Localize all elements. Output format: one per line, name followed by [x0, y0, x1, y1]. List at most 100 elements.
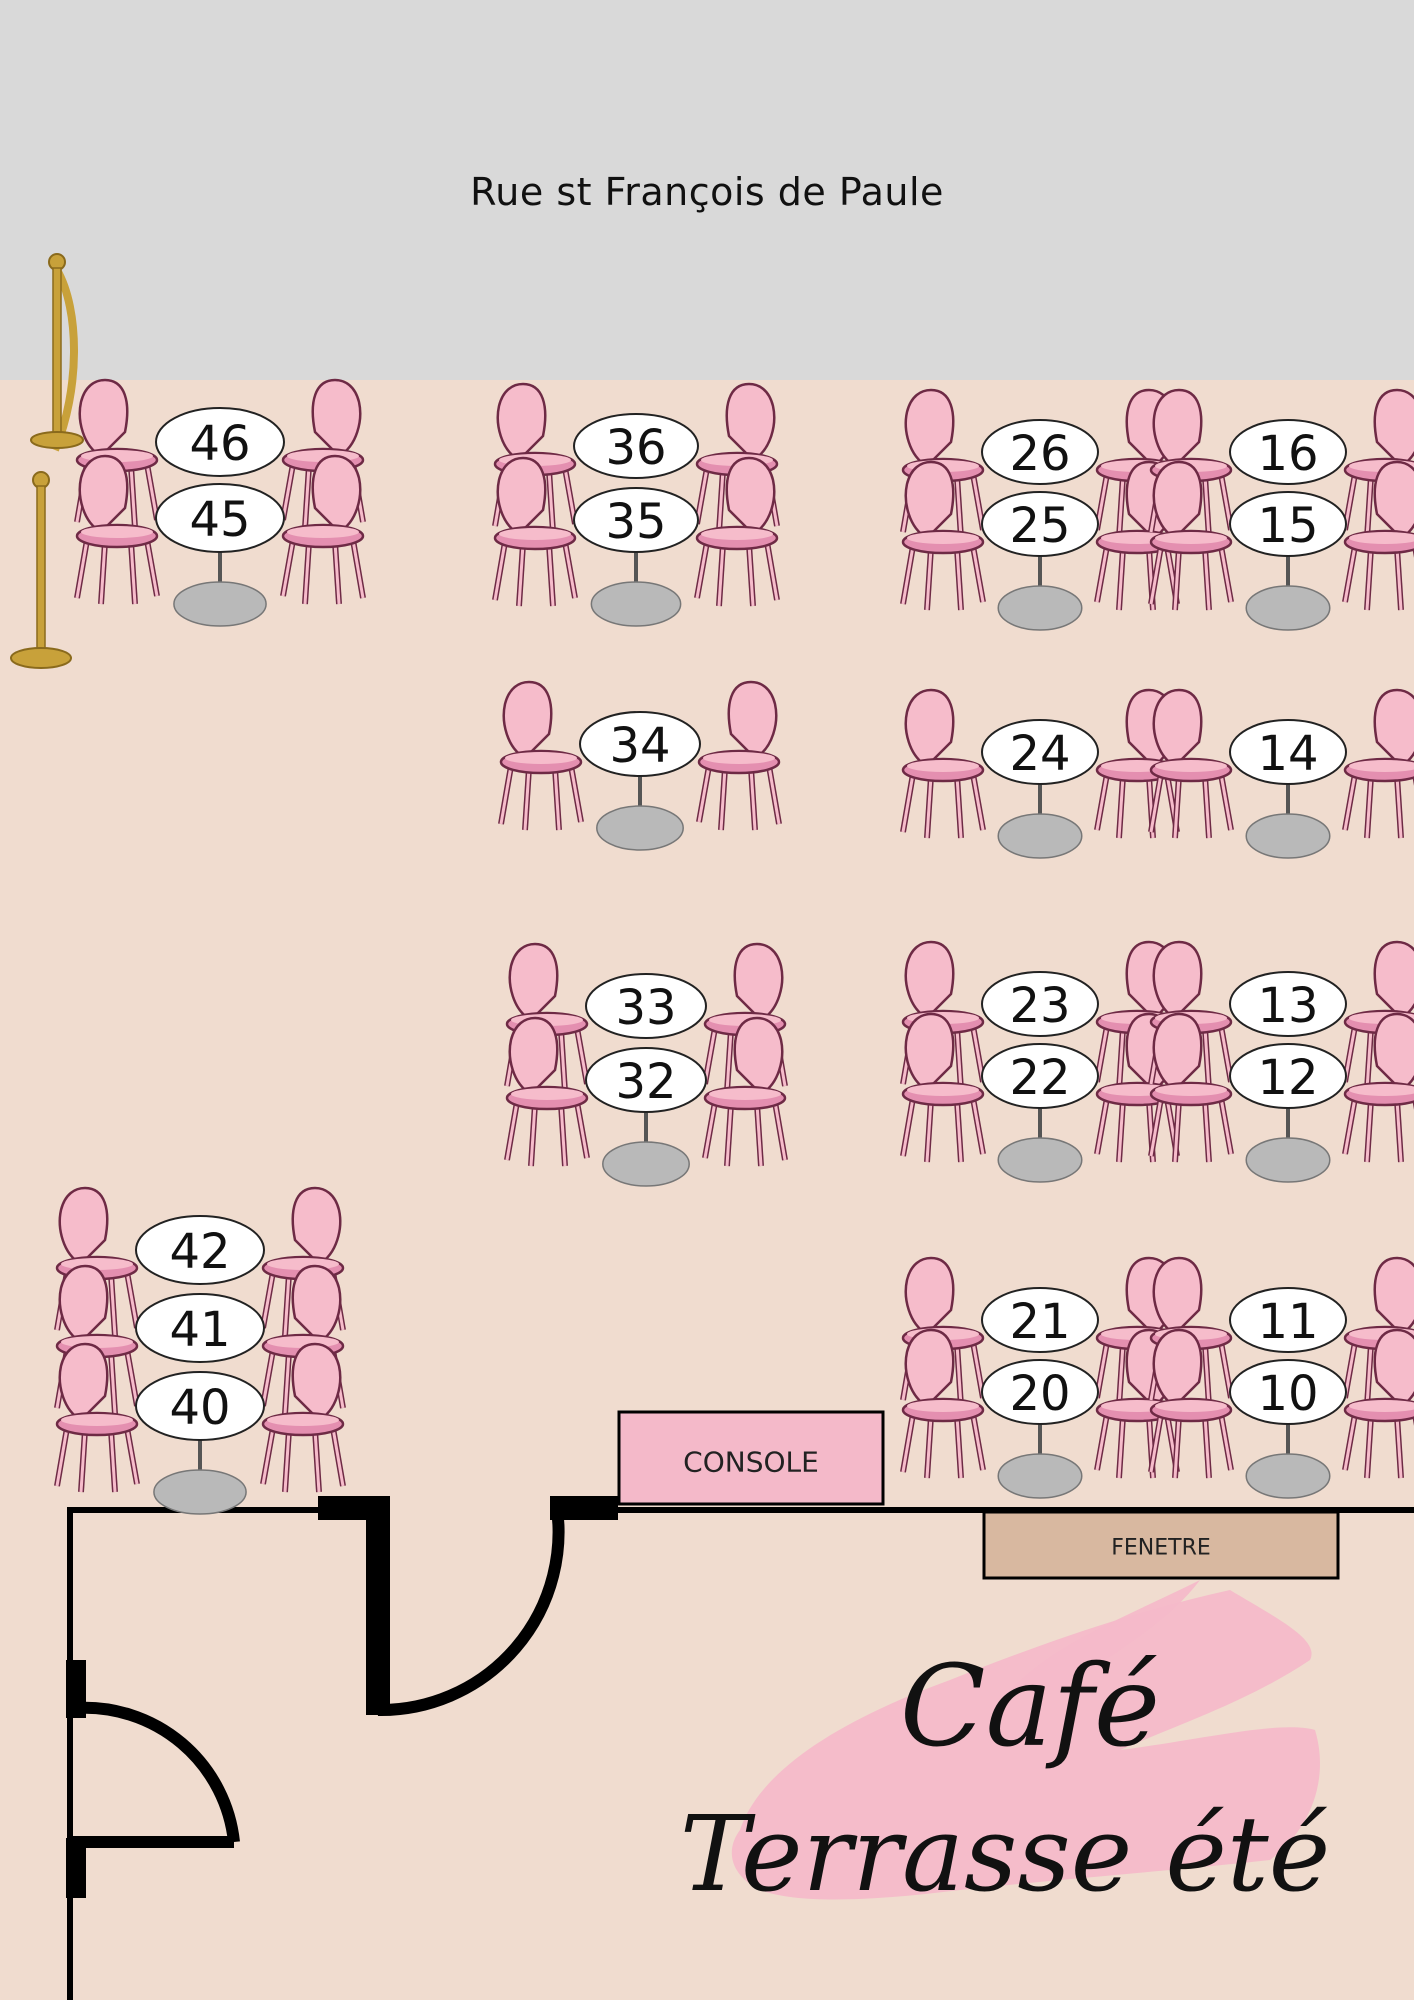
- table-top: [573, 487, 699, 553]
- table-cluster: 34: [501, 682, 779, 851]
- table-base: [997, 1453, 1083, 1499]
- table-base: [997, 1137, 1083, 1183]
- chair-left: [1151, 462, 1231, 610]
- table-number: 13: [1257, 978, 1318, 1034]
- table-top: [1229, 1359, 1347, 1425]
- table-base: [1245, 813, 1331, 859]
- chair-right: [263, 1344, 343, 1492]
- table-base: [1245, 1453, 1331, 1499]
- table-top: [981, 1287, 1099, 1353]
- table-number: 25: [1009, 498, 1070, 554]
- table-number: 16: [1257, 426, 1318, 482]
- table-top: [155, 407, 285, 477]
- table-number: 45: [189, 492, 250, 548]
- building-walls: [66, 1496, 1414, 2000]
- table-top: [1229, 971, 1347, 1037]
- table-number: 20: [1009, 1366, 1070, 1422]
- table-top: [135, 1371, 265, 1441]
- window-label: FENETRE: [1111, 1536, 1211, 1561]
- table-base: [153, 1469, 247, 1515]
- table-base: [1245, 1137, 1331, 1183]
- title-line-2: Terrasse été: [680, 1793, 1331, 1915]
- brush-stroke: [731, 1590, 1320, 1900]
- table-base: [997, 585, 1083, 631]
- chair-right: [1345, 690, 1414, 838]
- window-box: FENETRE: [982, 1510, 1340, 1580]
- table-top: [1229, 1287, 1347, 1353]
- table-number: 23: [1009, 978, 1070, 1034]
- table-number: 22: [1009, 1050, 1070, 1106]
- table-number: 12: [1257, 1050, 1318, 1106]
- console-box: CONSOLE: [617, 1410, 885, 1506]
- table-number: 11: [1257, 1294, 1318, 1350]
- table-number: 14: [1257, 726, 1318, 782]
- table-number: 32: [615, 1054, 676, 1110]
- table-number: 21: [1009, 1294, 1070, 1350]
- table-base: [173, 581, 267, 627]
- chair-right: [699, 682, 779, 830]
- chair-left: [1151, 1330, 1231, 1478]
- table-base: [596, 805, 684, 851]
- table-top: [981, 491, 1099, 557]
- table-number: 36: [605, 420, 666, 476]
- table-base: [590, 581, 682, 627]
- table-top: [1229, 419, 1347, 485]
- table-top: [981, 1043, 1099, 1109]
- table-number: 24: [1009, 726, 1070, 782]
- table-top: [981, 719, 1099, 785]
- chair-left: [507, 1018, 587, 1166]
- table-top: [135, 1293, 265, 1363]
- street-name-label: Rue st François de Paule: [470, 170, 944, 214]
- title-line-1: Café: [900, 1642, 1160, 1772]
- table-number: 33: [615, 980, 676, 1036]
- table-number: 42: [169, 1224, 230, 1280]
- table-number: 10: [1257, 1366, 1318, 1422]
- console-label: CONSOLE: [683, 1446, 819, 1479]
- table-top: [155, 483, 285, 553]
- chair-left: [57, 1344, 137, 1492]
- street-area: [0, 0, 1414, 380]
- table-base: [997, 813, 1083, 859]
- stanchion-posts: [10, 253, 84, 669]
- table-cluster: 24: [903, 690, 1177, 859]
- table-cluster: 42 41 40: [57, 1188, 343, 1515]
- brush-stroke-tail: [1010, 1580, 1200, 1690]
- table-number: 41: [169, 1302, 230, 1358]
- table-number: 34: [609, 718, 670, 774]
- chair-left: [495, 458, 575, 606]
- chair-right: [705, 1018, 785, 1166]
- chair-left: [903, 462, 983, 610]
- table-top: [981, 1359, 1099, 1425]
- table-number: 40: [169, 1380, 230, 1436]
- chair-left: [1151, 690, 1231, 838]
- table-top: [981, 971, 1099, 1037]
- table-top: [135, 1215, 265, 1285]
- table-top: [579, 711, 701, 777]
- table-number: 35: [605, 494, 666, 550]
- chair-right: [283, 456, 363, 604]
- table-number: 46: [189, 416, 250, 472]
- table-base: [1245, 585, 1331, 631]
- table-top: [1229, 1043, 1347, 1109]
- table-top: [585, 973, 707, 1039]
- table-top: [585, 1047, 707, 1113]
- table-cluster: 14: [1151, 690, 1414, 859]
- table-base: [602, 1141, 690, 1187]
- table-number: 15: [1257, 498, 1318, 554]
- chair-left: [501, 682, 581, 830]
- table-top: [1229, 719, 1347, 785]
- chair-left: [903, 1330, 983, 1478]
- chair-left: [1151, 1014, 1231, 1162]
- chair-left: [903, 690, 983, 838]
- table-top: [573, 413, 699, 479]
